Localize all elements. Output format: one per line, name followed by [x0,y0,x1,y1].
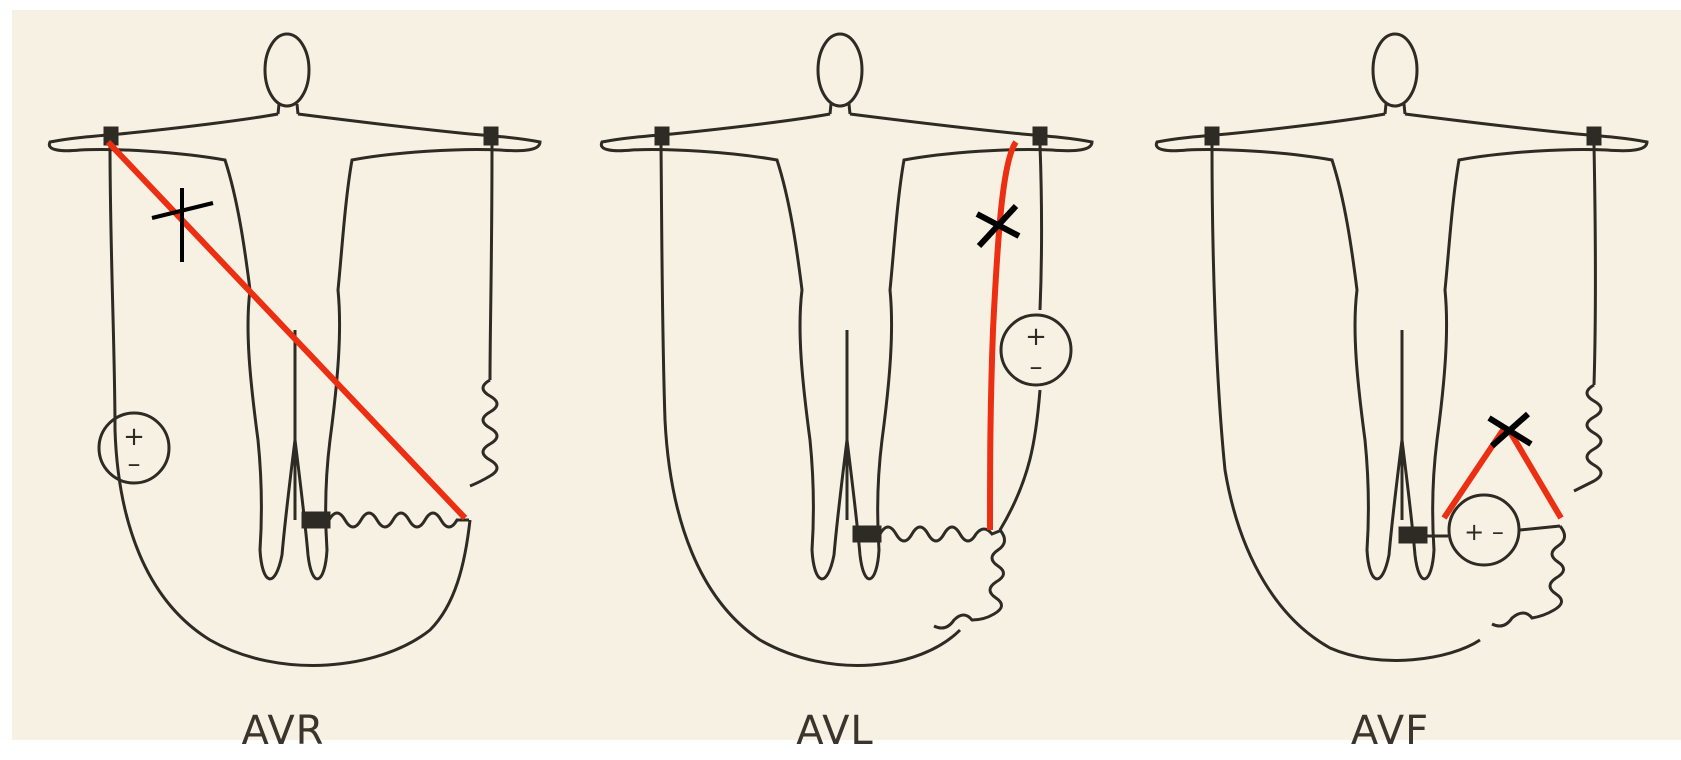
svg-text:+: + [1025,322,1047,352]
galvanometer-icon: + – [1001,315,1071,385]
lead-label-avf: AVF [1290,708,1490,754]
lead-label-avl: AVL [735,708,935,754]
svg-text:–: – [1030,352,1043,382]
svg-text:+ –: + – [1464,518,1504,546]
svg-text:+: + [123,422,145,452]
lead-label-avr: AVR [183,708,383,754]
svg-text:–: – [128,449,141,479]
galvanometer-icon: + – [1449,495,1519,565]
